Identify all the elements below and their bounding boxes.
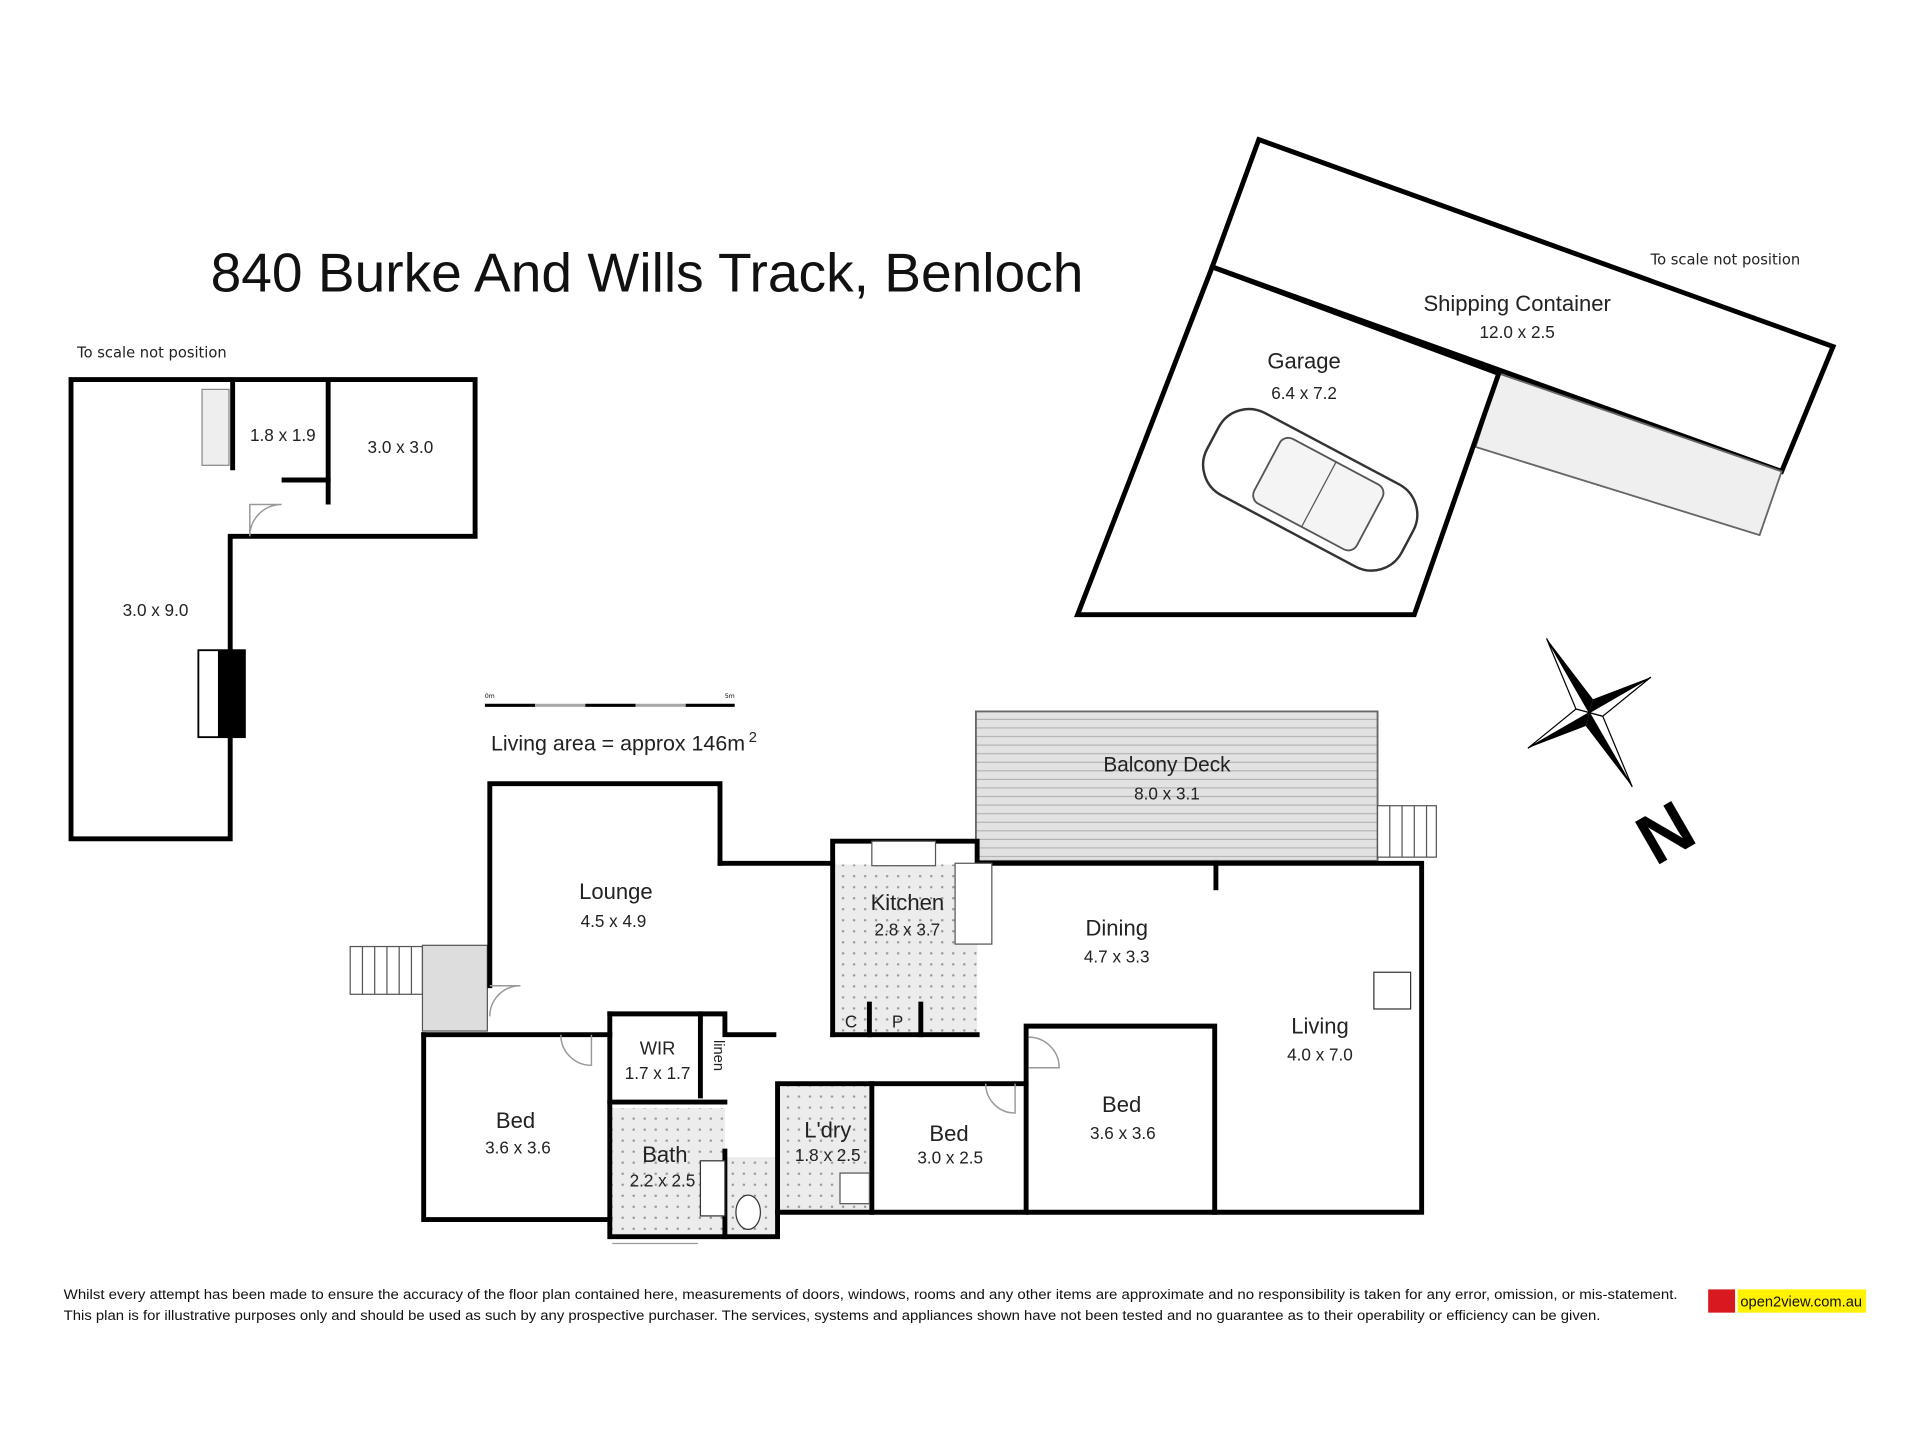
logo-text: open2view.com.au: [1740, 1295, 1862, 1311]
page-title: 840 Burke And Wills Track, Benloch: [211, 241, 1084, 303]
living-label: Living: [1291, 1013, 1349, 1038]
disclaimer-line-2: This plan is for illustrative purposes o…: [64, 1307, 1601, 1323]
bed3-label: Bed: [1102, 1092, 1141, 1117]
scale-note-right: To scale not position: [1650, 251, 1801, 268]
compass-north-label: N: [1624, 786, 1708, 880]
annex-room-1-dims: 1.8 x 1.9: [250, 425, 316, 445]
laundry-label: L'dry: [804, 1118, 851, 1143]
scale-start: 0m: [485, 693, 495, 700]
bed2-label: Bed: [929, 1121, 968, 1146]
balcony-label: Balcony Deck: [1103, 753, 1231, 776]
compass-icon: [1527, 638, 1652, 788]
living-dims: 4.0 x 7.0: [1287, 1044, 1353, 1064]
garage-dims: 6.4 x 7.2: [1271, 383, 1337, 403]
bath-label: Bath: [642, 1142, 687, 1167]
bed1-label: Bed: [496, 1108, 535, 1133]
linen-label: linen: [710, 1040, 726, 1071]
lounge-label: Lounge: [579, 879, 653, 904]
dining-dims: 4.7 x 3.3: [1084, 946, 1150, 966]
outbuildings: Shipping Container 12.0 x 2.5 Garage 6.4…: [1073, 136, 1837, 618]
scale-bar: 0m 5m: [485, 693, 735, 707]
open2view-logo[interactable]: open2view.com.au: [1708, 1289, 1867, 1313]
annex-room-3-dims: 3.0 x 9.0: [123, 600, 189, 620]
main-house: Balcony Deck 8.0 x 3.1 Lounge 4.5 x 4.9 …: [349, 710, 1437, 1245]
bed1-dims: 3.6 x 3.6: [485, 1137, 551, 1157]
kitchen-label: Kitchen: [871, 890, 944, 915]
scale-note-left: To scale not position: [76, 345, 227, 362]
garage: [1073, 263, 1502, 618]
container-dims: 12.0 x 2.5: [1480, 322, 1555, 342]
bath-dims: 2.2 x 2.5: [630, 1171, 696, 1191]
garage-label: Garage: [1267, 349, 1340, 374]
car-icon: [1201, 407, 1419, 572]
annex-building: 1.8 x 1.9 3.0 x 3.0 3.0 x 9.0: [68, 377, 478, 842]
scale-end: 5m: [725, 693, 735, 700]
toilet-icon: [735, 1194, 762, 1230]
cupboard-label: C: [845, 1011, 857, 1031]
heater-icon: [1373, 971, 1412, 1010]
balcony-deck: [975, 710, 1379, 862]
dining-label: Dining: [1086, 916, 1148, 941]
bed3-dims: 3.6 x 3.6: [1090, 1123, 1156, 1143]
lounge-dims: 4.5 x 4.9: [581, 911, 647, 931]
container-label: Shipping Container: [1423, 291, 1610, 316]
pantry-label: P: [892, 1011, 903, 1031]
balcony-dims: 8.0 x 3.1: [1134, 784, 1200, 804]
wir-label: WIR: [640, 1037, 676, 1058]
laundry-dims: 1.8 x 2.5: [795, 1145, 861, 1165]
kitchen-dims: 2.8 x 3.7: [874, 920, 940, 940]
annex-room-2-dims: 3.0 x 3.0: [368, 437, 434, 457]
wir-dims: 1.7 x 1.7: [625, 1063, 691, 1083]
disclaimer-line-1: Whilst every attempt has been made to en…: [64, 1286, 1678, 1302]
bed2-dims: 3.0 x 2.5: [917, 1147, 983, 1167]
